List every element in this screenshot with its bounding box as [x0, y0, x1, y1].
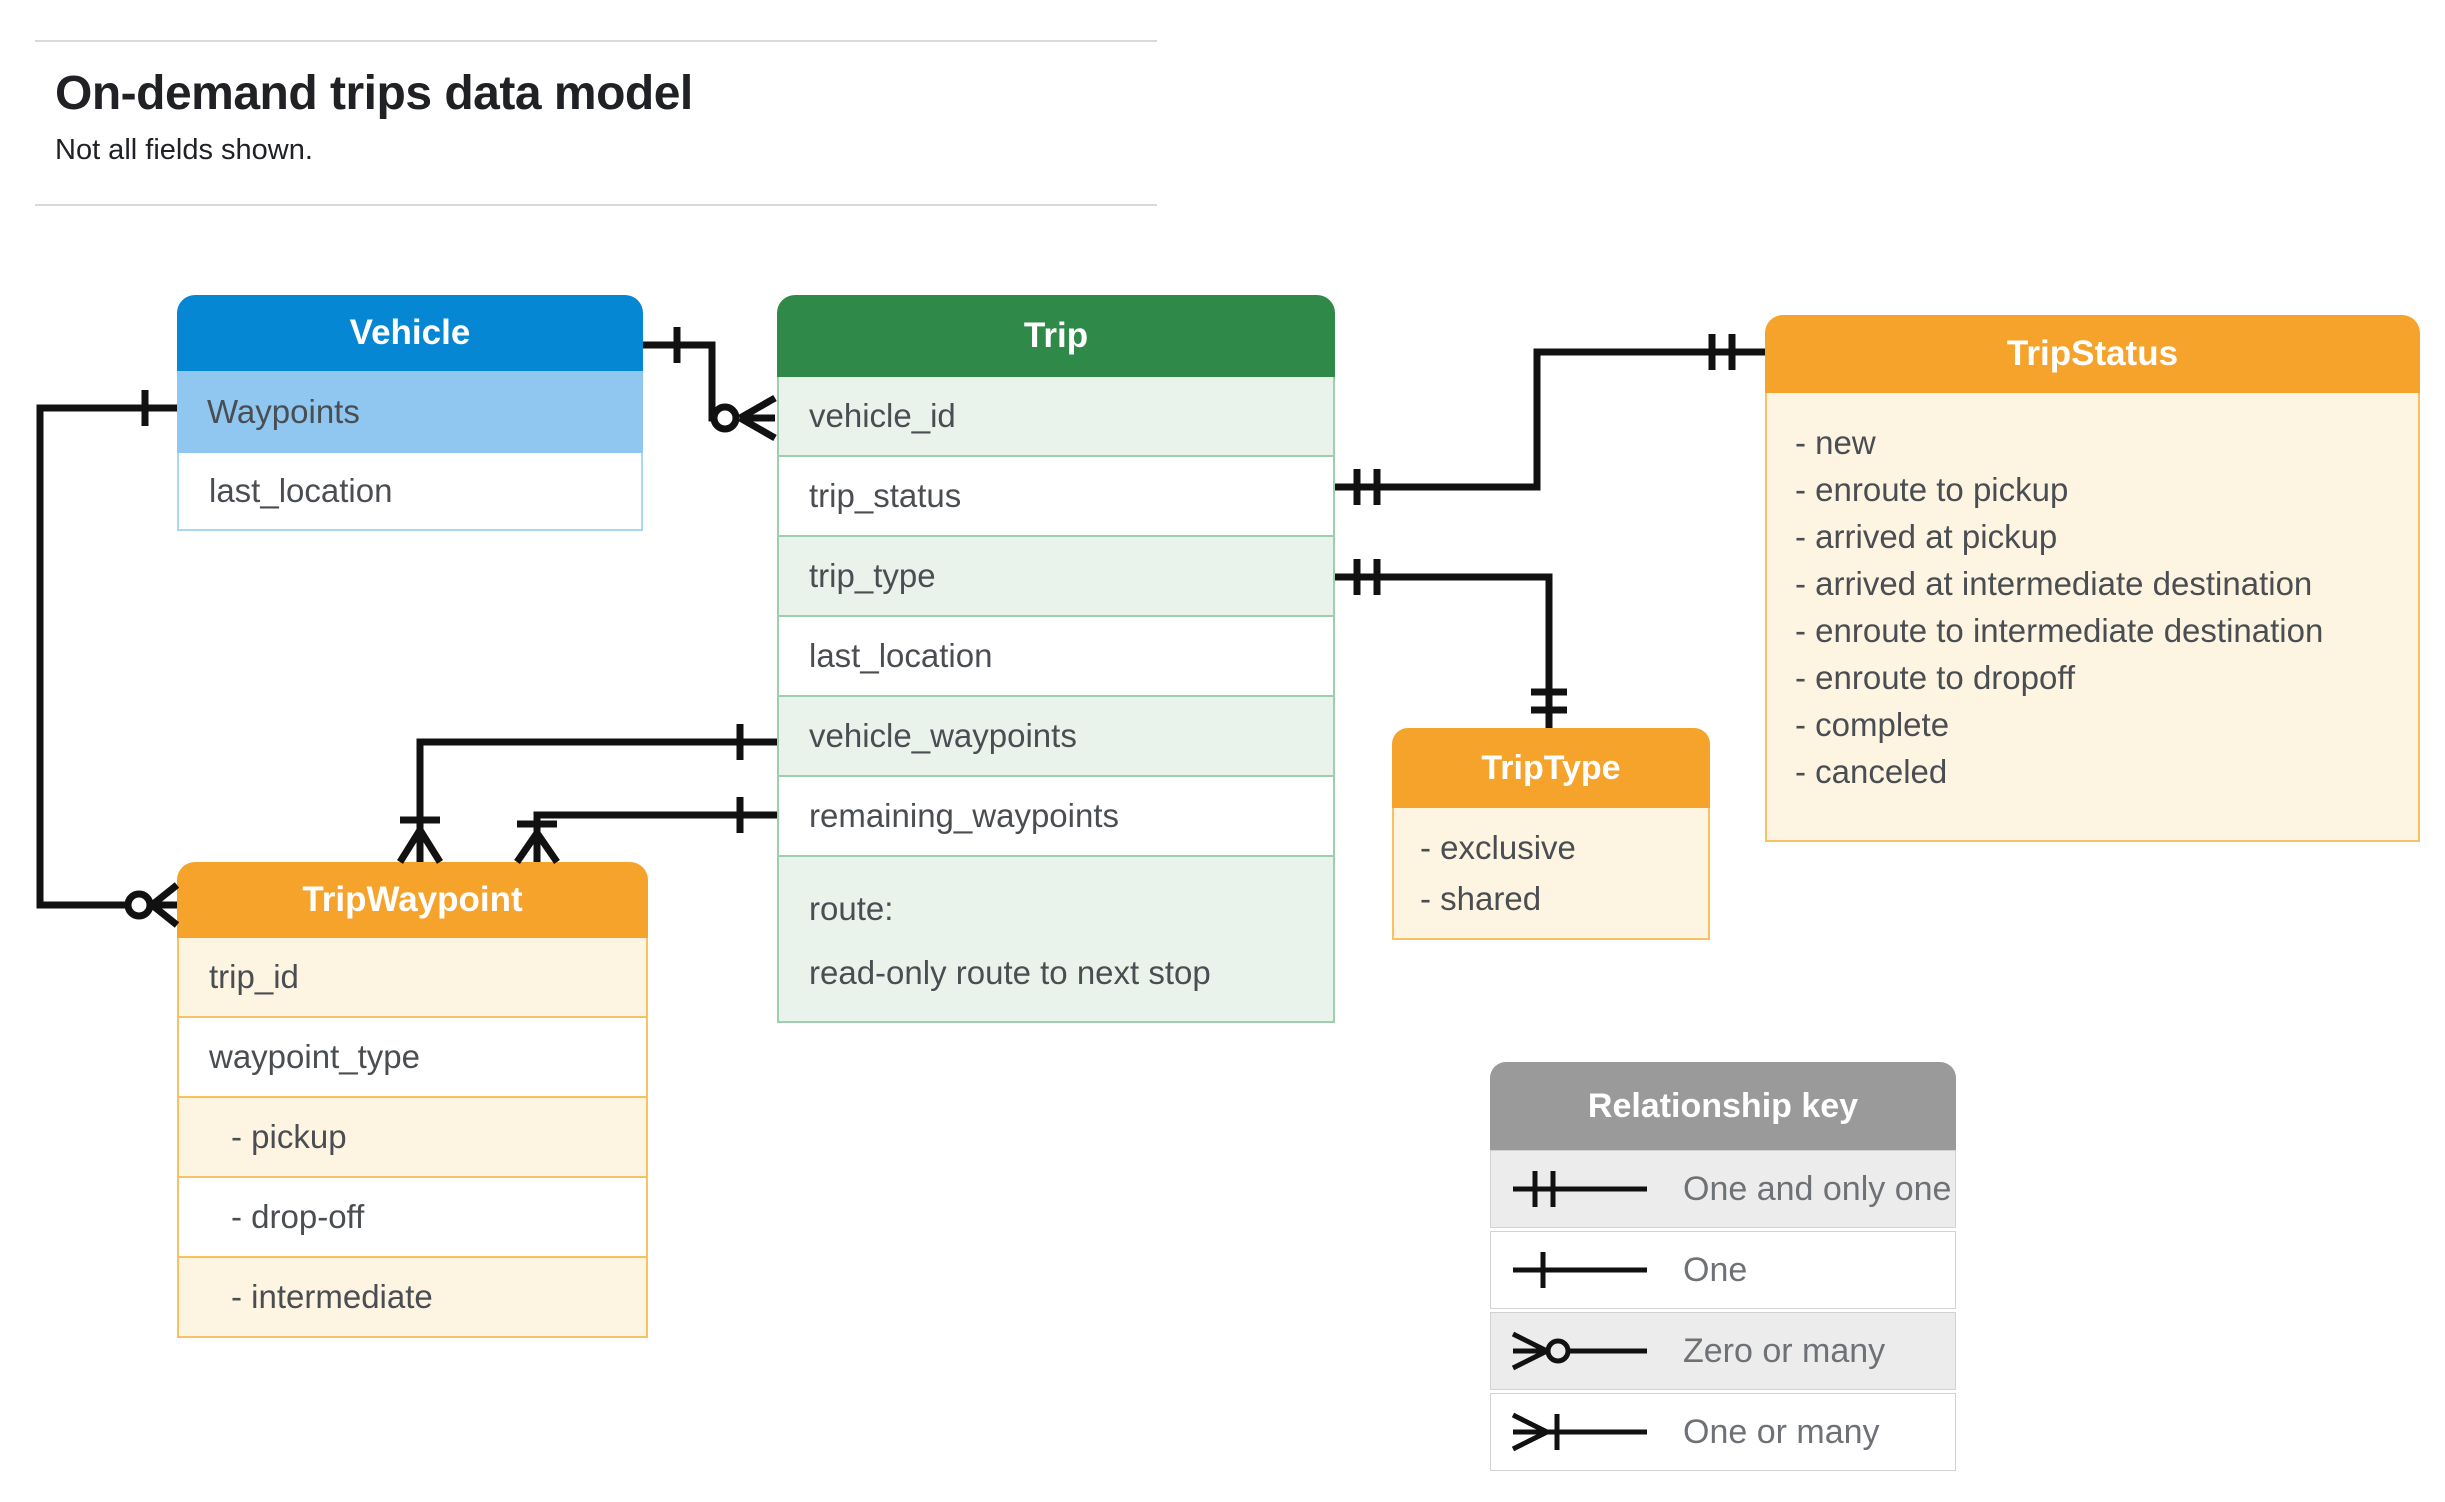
key-row-zero-or-many: Zero or many: [1490, 1312, 1956, 1390]
key-label: One or many: [1683, 1412, 1880, 1451]
trip-field-vehicle-waypoints: vehicle_waypoints: [777, 697, 1335, 777]
tripstatus-values: - new - enroute to pickup - arrived at p…: [1765, 393, 2420, 842]
zero-or-many-icon: [1491, 1321, 1683, 1381]
vehicle-to-tripwaypoint-connector: [36, 390, 180, 928]
many-crowfoot: [397, 828, 443, 864]
relationship-key-title: Relationship key: [1490, 1062, 1956, 1150]
triptype-values: - exclusive - shared: [1392, 808, 1710, 940]
tripstatus-value: - arrived at intermediate destination: [1795, 565, 2313, 602]
connector-line: [416, 738, 777, 862]
page-title: On-demand trips data model: [55, 67, 693, 120]
connector-line: [36, 404, 177, 909]
trip-field-vehicle-id: vehicle_id: [777, 377, 1335, 457]
tripstatus-value: - enroute to dropoff: [1795, 659, 2076, 696]
tripwaypoint-value-intermediate: - intermediate: [177, 1258, 648, 1338]
trip-field-trip-status: trip_status: [777, 457, 1335, 537]
key-label: One and only one: [1683, 1169, 1952, 1208]
tripstatus-table: TripStatus - new - enroute to pickup - a…: [1765, 315, 2420, 842]
vehicle-to-trip-connector: [643, 327, 777, 442]
trip-field-trip-type: trip_type: [777, 537, 1335, 617]
tripstatus-value: - enroute to intermediate destination: [1795, 612, 2324, 649]
connector-line: [643, 341, 716, 422]
connector-line: [1335, 348, 1765, 491]
connector-line: [533, 811, 777, 862]
trip-field-last-location: last_location: [777, 617, 1335, 697]
triptype-table-title: TripType: [1392, 728, 1710, 808]
tripstatus-value: - enroute to pickup: [1795, 471, 2069, 508]
trip-vehicle-waypoints-to-tripwaypoint-connector: [397, 724, 777, 864]
tripstatus-value: - arrived at pickup: [1795, 518, 2058, 555]
tripwaypoint-field-waypoint-type: waypoint_type: [177, 1018, 648, 1098]
tripwaypoint-table: TripWaypoint trip_id waypoint_type - pic…: [177, 862, 648, 1338]
trip-field-remaining-waypoints: remaining_waypoints: [777, 777, 1335, 857]
key-row-one-or-many: One or many: [1490, 1393, 1956, 1471]
route-line-1: route:: [809, 890, 894, 927]
many-crowfoot: [514, 831, 560, 864]
bottom-divider: [35, 204, 1157, 206]
tripwaypoint-table-title: TripWaypoint: [177, 862, 648, 938]
zero-circle: [124, 890, 154, 920]
key-row-one: One: [1490, 1231, 1956, 1309]
trip-field-route: route: read-only route to next stop: [777, 857, 1335, 1023]
zero-circle: [710, 403, 740, 433]
tripstatus-table-title: TripStatus: [1765, 315, 2420, 393]
trip-to-triptype-connector: [1335, 559, 1567, 728]
one-and-only-one-icon: [1491, 1159, 1683, 1219]
tripstatus-value: - new: [1795, 424, 1876, 461]
trip-remaining-waypoints-to-tripwaypoint-connector: [514, 797, 777, 864]
many-crowfoot: [738, 394, 777, 442]
tripwaypoint-value-pickup: - pickup: [177, 1098, 648, 1178]
tripwaypoint-field-trip-id: trip_id: [177, 938, 648, 1018]
route-line-2: read-only route to next stop: [809, 954, 1211, 991]
triptype-value: - exclusive: [1420, 829, 1576, 866]
vehicle-field-waypoints: Waypoints: [177, 371, 643, 453]
page-subtitle: Not all fields shown.: [55, 134, 313, 166]
vehicle-field-last-location: last_location: [177, 453, 643, 531]
key-label: Zero or many: [1683, 1331, 1886, 1370]
tripstatus-value: - complete: [1795, 706, 1950, 743]
top-divider: [35, 40, 1157, 42]
tripwaypoint-value-dropoff: - drop-off: [177, 1178, 648, 1258]
vehicle-table: Vehicle Waypoints last_location: [177, 295, 643, 531]
key-label: One: [1683, 1250, 1748, 1289]
tripstatus-value: - canceled: [1795, 753, 1948, 790]
trip-table: Trip vehicle_id trip_status trip_type la…: [777, 295, 1335, 1023]
vehicle-table-title: Vehicle: [177, 295, 643, 371]
triptype-value: - shared: [1420, 880, 1542, 917]
triptype-table: TripType - exclusive - shared: [1392, 728, 1710, 940]
many-crowfoot: [149, 882, 180, 928]
relationship-key: Relationship key One and only one One: [1490, 1062, 1956, 1471]
key-row-one-and-only-one: One and only one: [1490, 1150, 1956, 1228]
one-icon: [1491, 1240, 1683, 1300]
connector-line: [1335, 573, 1553, 728]
trip-table-title: Trip: [777, 295, 1335, 377]
trip-to-tripstatus-connector: [1335, 334, 1765, 505]
one-or-many-icon: [1491, 1402, 1683, 1462]
